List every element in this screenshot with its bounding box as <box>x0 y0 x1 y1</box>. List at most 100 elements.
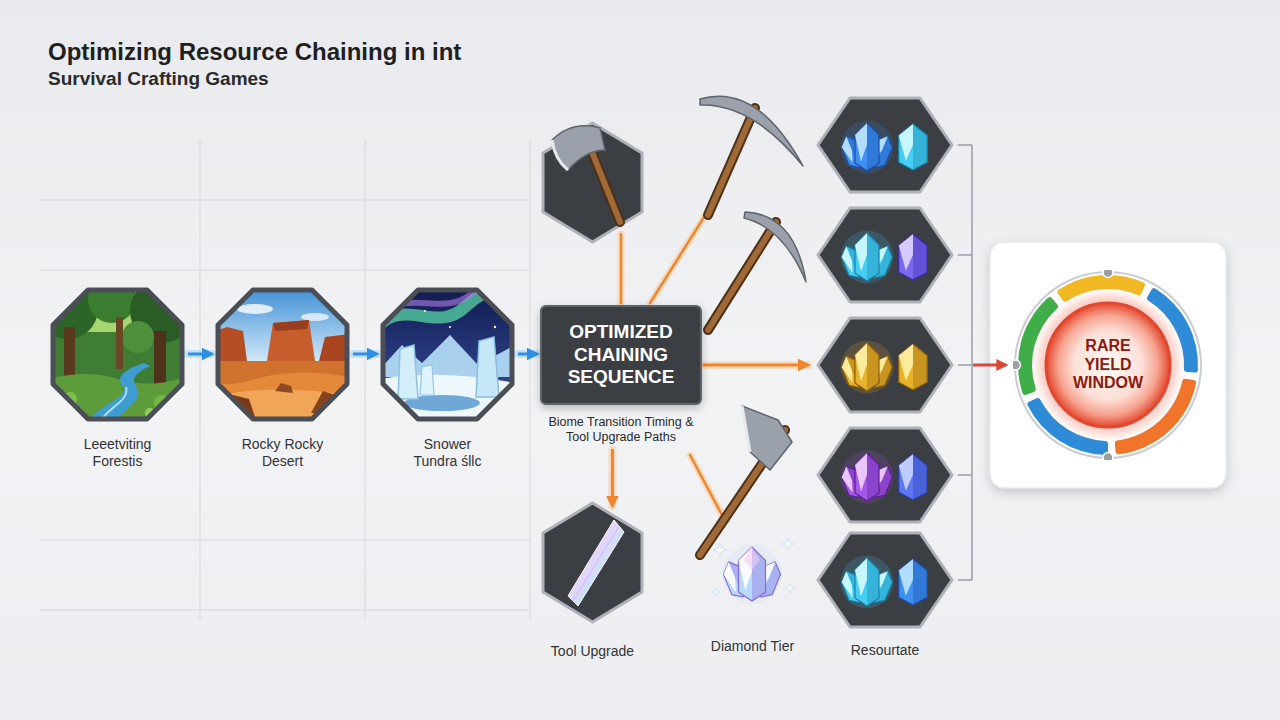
node-caption: Resourtate <box>815 642 955 659</box>
grid-lines <box>40 610 530 611</box>
biome-picture <box>383 290 512 419</box>
flow-arrow <box>518 353 537 356</box>
guide-lines <box>620 234 623 303</box>
crystal-hexagon <box>855 558 879 606</box>
flow-arrow <box>611 449 614 506</box>
biome-picture <box>53 290 182 419</box>
node-shape <box>215 287 350 422</box>
biome-picture <box>122 321 154 353</box>
crystal-hexagon <box>818 98 952 192</box>
crystal-hexagon <box>899 559 913 596</box>
node-shape <box>380 287 515 422</box>
biome-node: Snower Tundra śllc <box>380 287 515 470</box>
pickaxe-icon <box>744 212 806 282</box>
biome-picture <box>399 298 401 300</box>
axe-icon <box>700 406 792 555</box>
biome-picture <box>398 345 418 399</box>
bracket <box>958 145 972 580</box>
crystal-hexagon <box>839 356 857 384</box>
node-caption: Snower Tundra śllc <box>402 436 494 470</box>
subtitle-label: Survival Crafting Games <box>48 68 269 90</box>
crystal-picture <box>782 538 794 550</box>
guide-lines <box>690 455 722 515</box>
node-caption: Leeetviting Forestis <box>72 436 164 470</box>
process-box: OPTIMIZED CHAINING SEQUENCEBiome Transit… <box>540 305 702 445</box>
node-caption: Diamond Tier <box>700 638 805 655</box>
crystal-hexagon <box>899 344 928 390</box>
biome-picture <box>275 383 293 393</box>
crystal-picture <box>720 562 740 594</box>
crystal-hexagon <box>818 208 952 302</box>
crystal-hexagon <box>839 571 857 599</box>
crystal-hexagon <box>818 533 952 627</box>
crystal-hexagon <box>899 234 928 280</box>
crystal-node: Resourtate <box>815 530 955 659</box>
pickaxe-icon <box>708 212 806 330</box>
yield-ring <box>1103 270 1113 278</box>
grid-lines <box>40 540 530 541</box>
crystal-hexagon <box>867 343 879 391</box>
biome-picture <box>215 287 350 361</box>
node-caption: Rocky Rocky Desert <box>237 436 329 470</box>
pickaxe-icon <box>700 96 803 166</box>
crystal-hexagon <box>913 344 927 390</box>
crystal-hexagon <box>818 318 952 412</box>
crystal-hexagon <box>855 233 879 281</box>
crystal-hexagon <box>818 428 952 522</box>
crystal-hexagon <box>899 559 928 605</box>
node-shape <box>540 500 645 625</box>
crystal-hexagon <box>899 454 928 500</box>
biome-picture <box>50 287 185 422</box>
pickaxe-icon <box>708 108 755 215</box>
guide-lines <box>650 214 706 303</box>
crystal-hexagon <box>899 559 928 605</box>
crystal-hexagon <box>855 233 867 271</box>
tool-hexagon <box>573 526 619 601</box>
biome-node: Rocky Rocky Desert <box>215 287 350 470</box>
crystal-picture <box>785 583 795 593</box>
crystal-hexagon <box>818 208 952 302</box>
crystal-hexagon <box>839 466 857 494</box>
node-caption: Biome Transition Timing & Tool Upgrade P… <box>541 415 701 445</box>
crystal-hexagons <box>818 98 952 522</box>
guide-lines <box>704 361 808 369</box>
crystal-hexagon <box>855 453 879 501</box>
biome-picture <box>215 287 350 422</box>
axe-icon <box>588 142 620 222</box>
biome-picture <box>215 361 350 384</box>
crystal-picture <box>713 543 727 557</box>
axe-icon <box>742 406 792 470</box>
bracket <box>971 145 973 580</box>
crystal-hexagon <box>899 124 928 170</box>
circle-text-holder: RARE YIELD WINDOW <box>1060 337 1156 392</box>
biome-picture <box>380 287 515 422</box>
biome-picture <box>237 304 273 314</box>
connector-glow <box>518 350 537 358</box>
guide-lines <box>618 234 625 303</box>
node-shape <box>815 530 955 630</box>
biome-picture <box>420 365 434 395</box>
crystal-hexagon <box>899 124 913 161</box>
crystal-picture <box>712 588 720 596</box>
bracket <box>958 364 972 366</box>
gem-node: Diamond Tier <box>700 530 805 655</box>
tool-hexagon <box>540 500 645 625</box>
crystal-hexagon <box>818 318 952 412</box>
crystal-hexagon <box>855 558 867 596</box>
tool-hexagon <box>543 123 642 242</box>
bracket <box>958 579 972 581</box>
crystal-hexagon <box>855 453 867 491</box>
node-shape <box>700 530 805 610</box>
yield-ring <box>1038 295 1178 435</box>
crystal-hexagon <box>899 454 928 500</box>
crystal-hexagon <box>913 559 927 605</box>
grid-lines <box>40 140 530 620</box>
biome-picture <box>215 287 350 422</box>
biome-picture <box>476 337 499 397</box>
crystal-hexagon <box>818 428 952 522</box>
biome-picture <box>494 326 496 328</box>
crystal-picture <box>739 547 766 601</box>
yield-ring <box>1046 303 1170 427</box>
biome-picture <box>380 287 515 422</box>
axe-icon <box>552 140 568 170</box>
